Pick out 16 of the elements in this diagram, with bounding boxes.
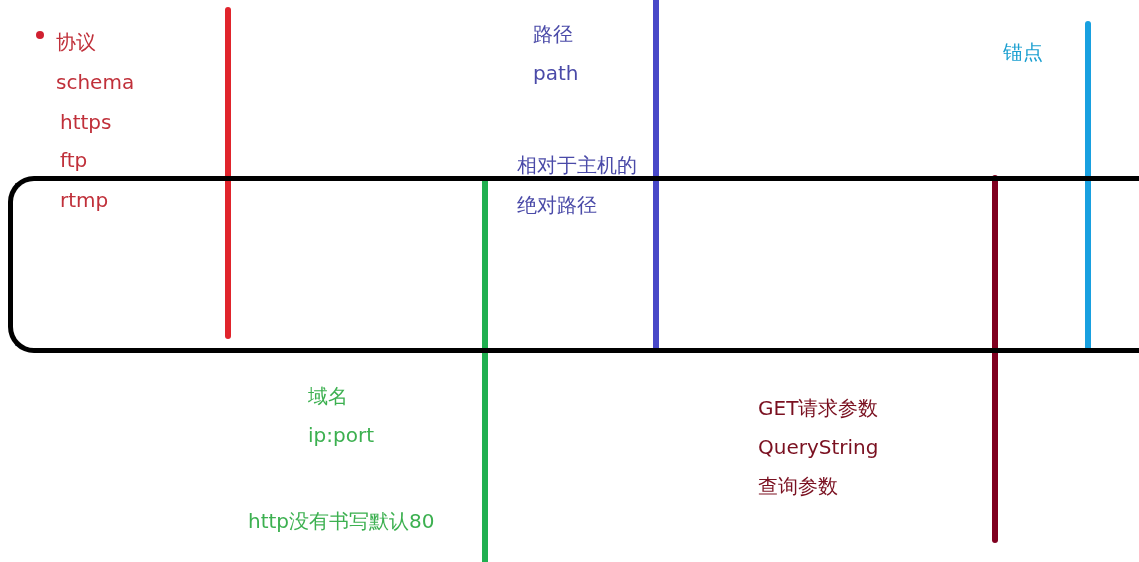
- rounded-frame: [8, 176, 1139, 353]
- annotation-text: schema: [56, 69, 135, 96]
- annotation-text: QueryString: [758, 434, 879, 461]
- annotation-text: rtmp: [60, 187, 109, 214]
- annotation-text: 路径: [533, 21, 573, 48]
- annotation-text: 协议: [56, 29, 96, 56]
- annotation-text: 锚点: [1003, 39, 1043, 66]
- annotation-text: 查询参数: [758, 473, 838, 500]
- annotation-text: GET请求参数: [758, 395, 879, 422]
- annotation-text: path: [533, 60, 579, 87]
- annotation-text: 域名: [308, 383, 348, 410]
- annotation-text: http没有书写默认80: [248, 508, 435, 535]
- annotation-text: ip:port: [308, 422, 374, 449]
- annotation-text: 相对于主机的绝对路径: [517, 152, 638, 219]
- annotation-text: https: [60, 109, 112, 136]
- annotation-text: ftp: [60, 147, 88, 174]
